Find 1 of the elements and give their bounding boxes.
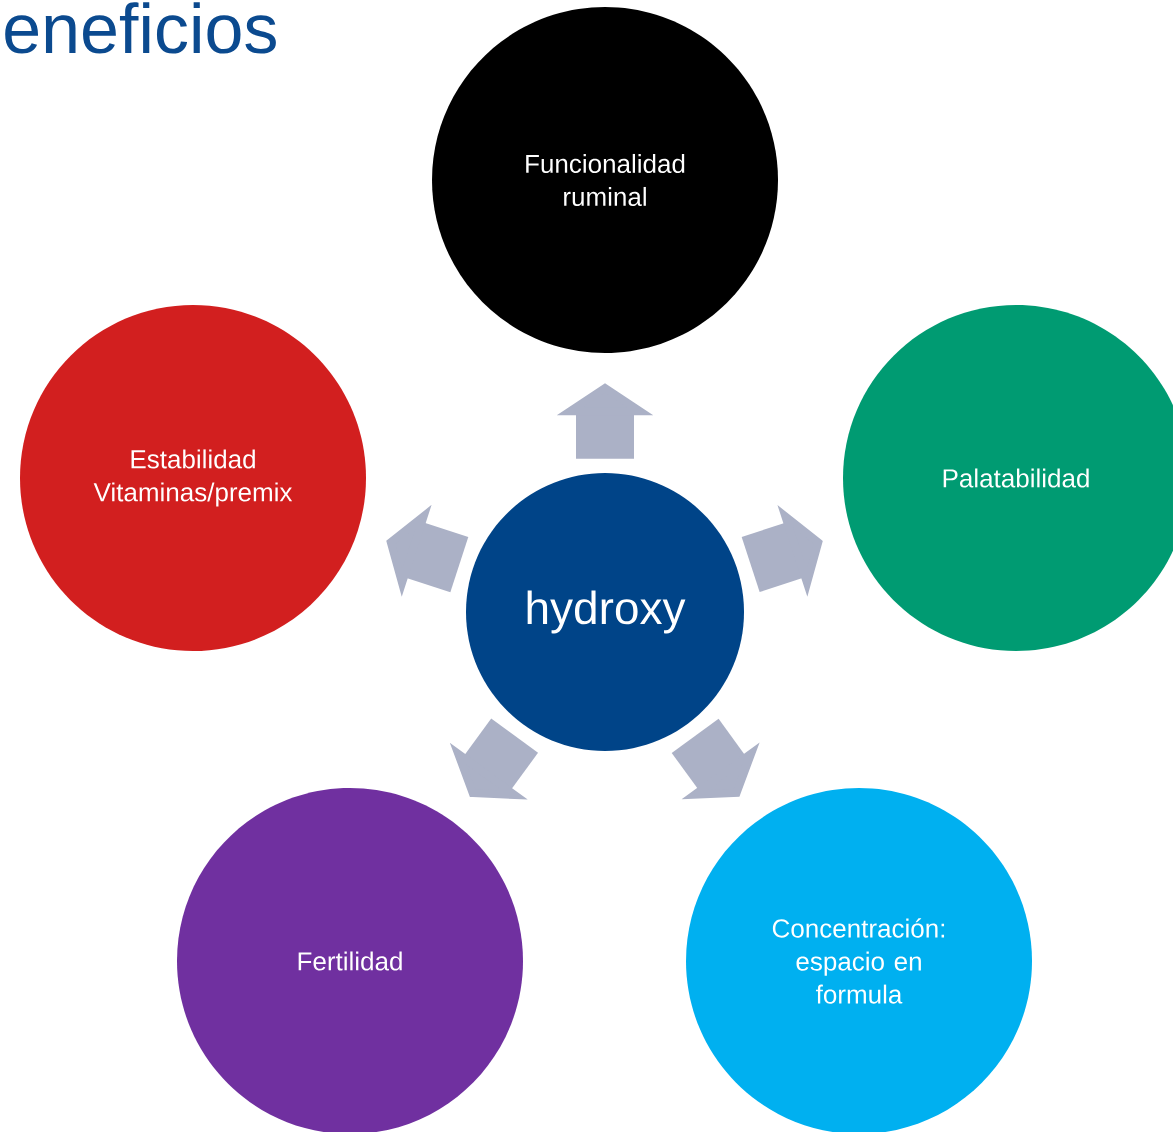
title: eneficios [5,2,276,54]
